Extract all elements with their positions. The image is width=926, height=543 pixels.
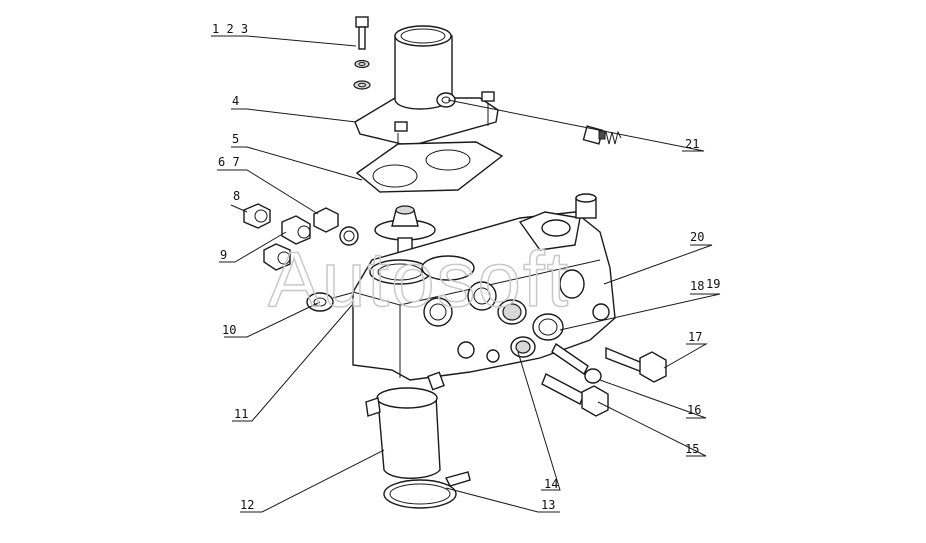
callout-11: 11 xyxy=(234,407,248,421)
plug-part-18-19 xyxy=(532,313,564,341)
callout-15: 15 xyxy=(685,442,699,456)
sleeve-part-16 xyxy=(551,342,602,384)
nut-part-8 xyxy=(243,203,271,229)
callout-8: 8 xyxy=(233,189,240,203)
callout-labels: 1 2 3 4 5 6 7 8 9 10 11 12 13 14 15 16 1… xyxy=(212,22,720,512)
callout-21: 21 xyxy=(685,137,699,151)
watermark-text: Autosoft xyxy=(268,235,570,323)
callout-6-7: 6 7 xyxy=(218,155,240,169)
outlet-cover-part-4 xyxy=(354,25,499,152)
leader-lines xyxy=(211,35,721,513)
hose-part-12 xyxy=(365,387,441,479)
callout-19: 19 xyxy=(706,277,720,291)
washers-part-2-3 xyxy=(353,59,371,90)
callout-20: 20 xyxy=(690,230,704,244)
callout-13: 13 xyxy=(541,498,555,512)
bolt-part-1 xyxy=(355,16,369,50)
callout-18: 18 xyxy=(690,279,704,293)
bolt-part-17 xyxy=(605,346,667,383)
union-part-6-7 xyxy=(313,207,359,246)
callout-10: 10 xyxy=(222,323,236,337)
gasket-part-5 xyxy=(355,141,504,193)
bolt-part-15 xyxy=(541,373,609,417)
callout-4: 4 xyxy=(232,94,239,108)
callout-9: 9 xyxy=(220,248,227,262)
hose-clamp-part-13 xyxy=(383,471,471,509)
fitting-part-9 xyxy=(263,215,311,271)
callout-16: 16 xyxy=(687,403,701,417)
plug-part-14 xyxy=(510,336,536,358)
callout-17: 17 xyxy=(688,330,702,344)
callout-12: 12 xyxy=(240,498,254,512)
callout-1-2-3: 1 2 3 xyxy=(212,22,248,36)
thermostat-left xyxy=(374,205,436,261)
sensor-part-21 xyxy=(582,125,622,145)
callout-5: 5 xyxy=(232,132,239,146)
callout-14: 14 xyxy=(544,477,558,491)
